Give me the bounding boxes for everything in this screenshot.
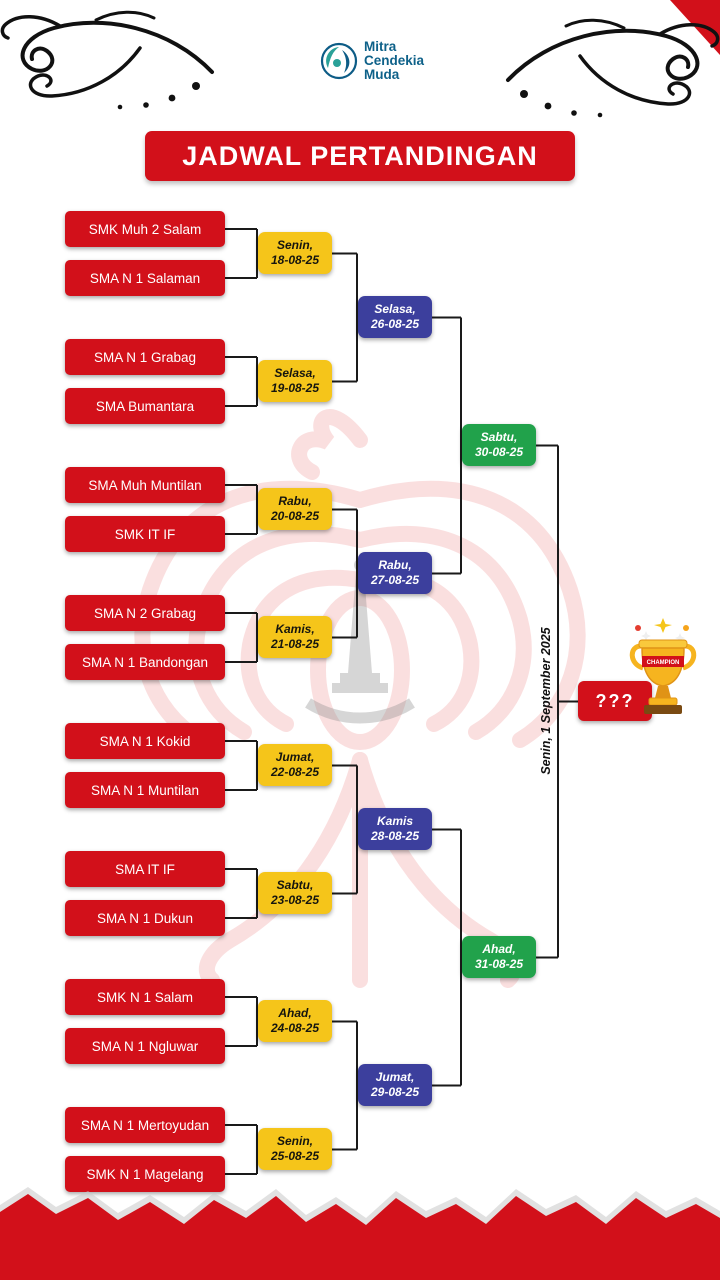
match-day: Kamis, [275, 622, 315, 636]
team-box-8: SMA N 1 Bandongan [65, 644, 225, 680]
round1-date-8: Senin, 25-08-25 [258, 1128, 332, 1170]
logo-line-3: Muda [364, 67, 400, 82]
corner-flourish-right-icon [506, 18, 720, 118]
match-date: 21-08-25 [270, 637, 320, 651]
team-box-13: SMK N 1 Salam [65, 979, 225, 1015]
logo-line-1: Mitra [364, 39, 397, 54]
team-box-16: SMK N 1 Magelang [65, 1156, 225, 1192]
match-date: 25-08-25 [270, 1149, 320, 1163]
match-date: 27-08-25 [370, 573, 420, 587]
semifinal-date-1: Sabtu, 30-08-25 [462, 424, 536, 466]
round1-date-7: Ahad, 24-08-25 [258, 1000, 332, 1042]
torn-paper-edge [0, 1187, 720, 1280]
match-day: Selasa, [274, 366, 316, 380]
match-day: Sabtu, [276, 878, 314, 892]
team-box-4: SMA Bumantara [65, 388, 225, 424]
match-date: 31-08-25 [474, 957, 524, 971]
match-day: Ahad, [482, 942, 516, 956]
quarterfinal-date-2: Rabu, 27-08-25 [358, 552, 432, 594]
round1-date-4: Kamis, 21-08-25 [258, 616, 332, 658]
round1-date-5: Jumat, 22-08-25 [258, 744, 332, 786]
match-day: Senin, [276, 238, 313, 252]
logo-drop-icon [320, 42, 358, 80]
match-day: Selasa, [374, 302, 416, 316]
logo-line-2: Cendekia [364, 53, 425, 68]
match-day: Kamis [376, 814, 414, 828]
champion-placeholder-box: ??? [578, 681, 652, 721]
round1-date-2: Selasa, 19-08-25 [258, 360, 332, 402]
match-date: 23-08-25 [270, 893, 320, 907]
trophy-icon: CHAMPION [629, 618, 697, 714]
match-day: Rabu, [378, 558, 412, 572]
match-date: 20-08-25 [270, 509, 320, 523]
trophy-ribbon-text: CHAMPION [647, 660, 680, 666]
corner-flourish-left-icon [0, 10, 214, 110]
match-date: 29-08-25 [370, 1085, 420, 1099]
team-box-1: SMK Muh 2 Salam [65, 211, 225, 247]
team-box-10: SMA N 1 Muntilan [65, 772, 225, 808]
match-date: 22-08-25 [270, 765, 320, 779]
match-day: Sabtu, [480, 430, 518, 444]
match-day: Senin, [276, 1134, 313, 1148]
logo-wordmark: Mitra Cendekia Muda [364, 40, 424, 82]
match-day: Rabu, [278, 494, 312, 508]
logo: Mitra Cendekia Muda [320, 40, 424, 82]
round1-date-3: Rabu, 20-08-25 [258, 488, 332, 530]
round1-date-6: Sabtu, 23-08-25 [258, 872, 332, 914]
round1-date-1: Senin, 18-08-25 [258, 232, 332, 274]
match-date: 24-08-25 [270, 1021, 320, 1035]
match-date: 28-08-25 [370, 829, 420, 843]
semifinal-date-2: Ahad, 31-08-25 [462, 936, 536, 978]
quarterfinal-date-3: Kamis 28-08-25 [358, 808, 432, 850]
match-day: Jumat, [275, 750, 315, 764]
final-date-label: Senin, 1 September 2025 [539, 627, 553, 775]
match-day: Ahad, [278, 1006, 312, 1020]
quarterfinal-date-4: Jumat, 29-08-25 [358, 1064, 432, 1106]
team-box-14: SMA N 1 Ngluwar [65, 1028, 225, 1064]
match-date: 19-08-25 [270, 381, 320, 395]
match-date: 30-08-25 [474, 445, 524, 459]
team-box-7: SMA N 2 Grabag [65, 595, 225, 631]
team-box-9: SMA N 1 Kokid [65, 723, 225, 759]
page-title: JADWAL PERTANDINGAN [145, 131, 575, 181]
team-box-15: SMA N 1 Mertoyudan [65, 1107, 225, 1143]
team-box-12: SMA N 1 Dukun [65, 900, 225, 936]
team-box-2: SMA N 1 Salaman [65, 260, 225, 296]
match-day: Jumat, [375, 1070, 415, 1084]
team-box-6: SMK IT IF [65, 516, 225, 552]
match-date: 18-08-25 [270, 253, 320, 267]
team-box-11: SMA IT IF [65, 851, 225, 887]
team-box-3: SMA N 1 Grabag [65, 339, 225, 375]
quarterfinal-date-1: Selasa, 26-08-25 [358, 296, 432, 338]
team-box-5: SMA Muh Muntilan [65, 467, 225, 503]
match-date: 26-08-25 [370, 317, 420, 331]
